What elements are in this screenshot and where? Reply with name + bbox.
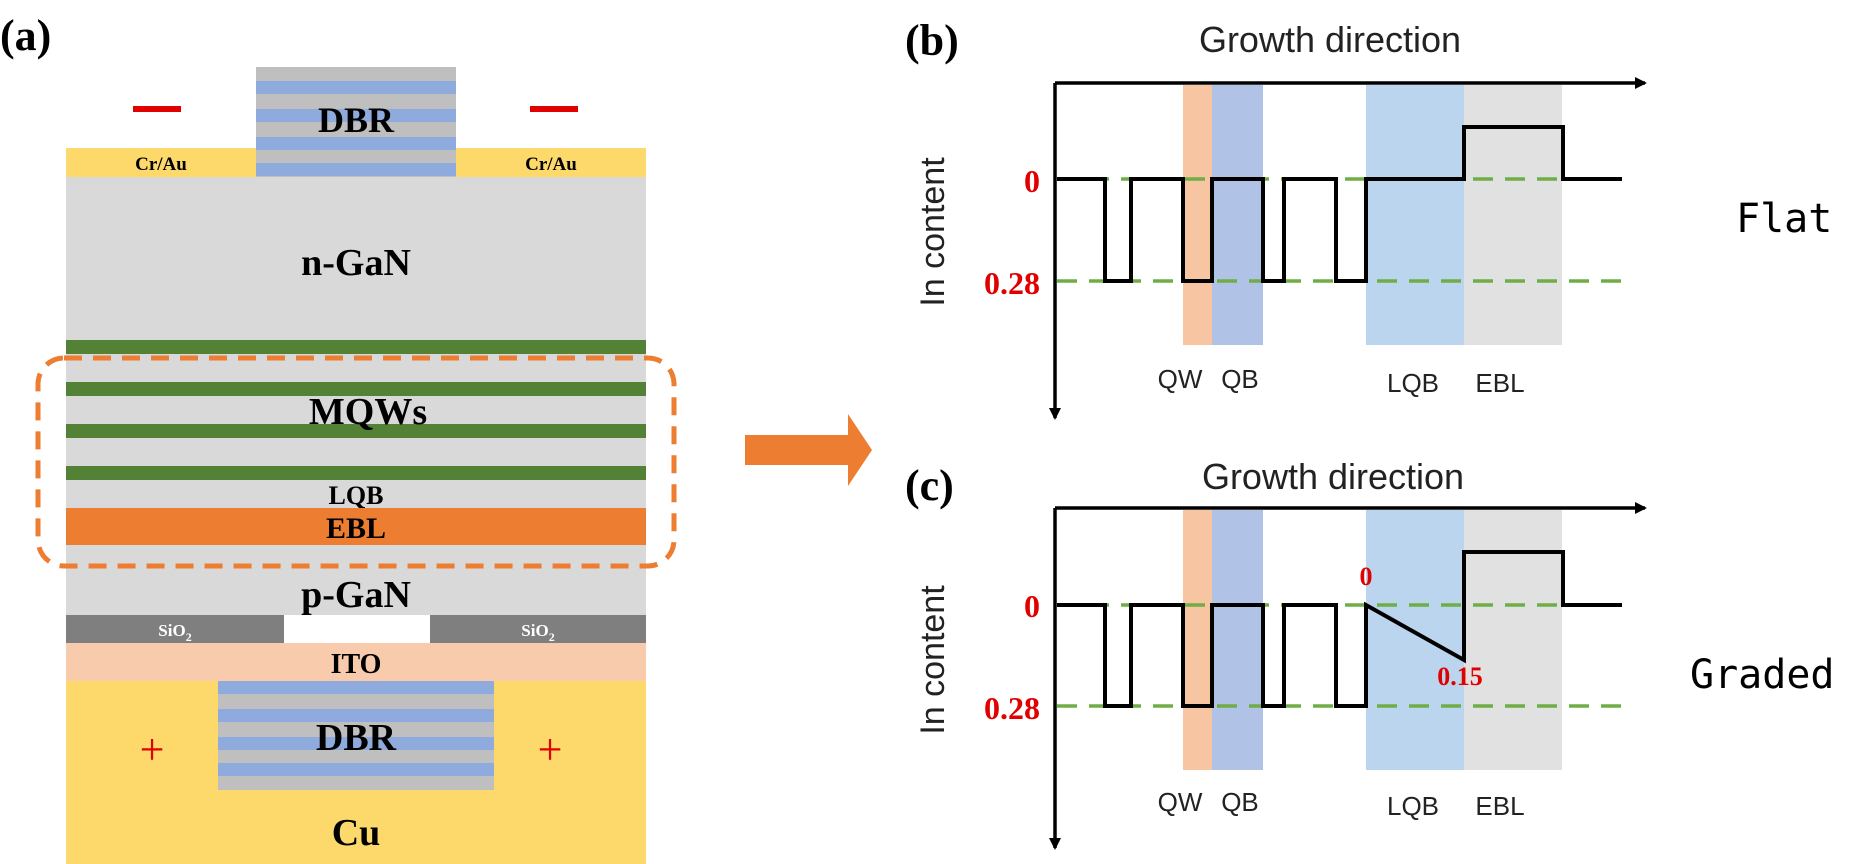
contact-right-label: Cr/Au	[525, 154, 577, 175]
panel-b-band-profile	[1057, 125, 1622, 283]
panel-c-lqb-region	[1366, 510, 1464, 770]
sio2-left-label: SiO2	[158, 621, 191, 644]
contact-left-label: Cr/Au	[135, 154, 187, 175]
panel-a: (a) DBR Cr/Au Cr/Au n-GaN MQWs LQB E	[0, 11, 677, 864]
contact-right	[456, 148, 646, 177]
panel-b-axis-title: Growth direction	[1199, 19, 1461, 60]
plus-sign-left: +	[140, 725, 165, 774]
panel-b: (b) Growth direction 0 0.28 In content Q…	[905, 16, 1832, 420]
lqb-label: LQB	[329, 481, 384, 510]
quantum-well-4	[66, 466, 646, 480]
ito-layer	[66, 643, 646, 681]
panel-b-side-label: Flat	[1736, 196, 1832, 242]
panel-b-label: (b)	[905, 16, 959, 65]
quantum-well-3	[66, 424, 646, 438]
sio2-right	[430, 615, 646, 643]
panel-c-qb-label: QB	[1221, 787, 1259, 817]
panel-c-side-label: Graded	[1690, 652, 1835, 698]
panel-c-ebl-region	[1464, 510, 1562, 770]
panel-c-annotation-end: 0.15	[1437, 662, 1483, 691]
bottom-dbr-label: DBR	[316, 717, 397, 759]
panel-c-y-label: In content	[914, 585, 952, 735]
mqws-label: MQWs	[309, 391, 427, 433]
panel-b-ebl-label: EBL	[1475, 368, 1524, 398]
panel-b-qb-region	[1212, 85, 1263, 345]
panel-c-qw-region	[1183, 510, 1212, 770]
panel-b-qw-region	[1183, 85, 1212, 345]
panel-c-ebl-label: EBL	[1475, 791, 1524, 821]
panel-c-qw-label: QW	[1158, 787, 1203, 817]
quantum-well-2	[66, 382, 646, 396]
panel-b-lqb-label: LQB	[1387, 368, 1439, 398]
sio2-left	[66, 615, 284, 643]
sio2-right-label: SiO2	[521, 621, 554, 644]
panel-b-tick-max: 0.28	[984, 265, 1040, 301]
cu-label: Cu	[332, 812, 381, 854]
top-dbr-stack	[256, 67, 456, 177]
panel-transition-arrow	[745, 414, 872, 486]
p-gan-label: p-GaN	[301, 574, 411, 616]
active-region-highlight	[35, 355, 677, 569]
ebl-layer	[66, 508, 646, 545]
bottom-dbr-stack	[218, 681, 494, 790]
panel-c-tick-zero: 0	[1024, 588, 1040, 624]
panel-c-tick-max: 0.28	[984, 690, 1040, 726]
panel-b-y-label: In content	[914, 157, 952, 307]
panel-c: (c) Growth direction 0 0.28 0 0.15 In co…	[905, 456, 1835, 850]
panel-c-axis-title: Growth direction	[1202, 456, 1464, 497]
panel-c-lqb-label: LQB	[1387, 791, 1439, 821]
panel-c-annotation-start: 0	[1360, 562, 1373, 591]
contact-left	[66, 148, 256, 177]
ebl-label: EBL	[326, 512, 386, 545]
quantum-well-1	[66, 340, 646, 354]
panel-c-band-profile	[1057, 550, 1622, 708]
panel-b-lqb-region	[1366, 85, 1464, 345]
minus-sign-right	[530, 106, 578, 112]
panel-b-qb-label: QB	[1221, 364, 1259, 394]
n-gan-label: n-GaN	[301, 242, 411, 284]
minus-sign-left	[133, 106, 181, 112]
panel-a-label: (a)	[0, 11, 51, 60]
n-gan-layer	[66, 177, 646, 340]
panel-b-tick-zero: 0	[1024, 163, 1040, 199]
plus-sign-right: +	[538, 725, 563, 774]
ito-label: ITO	[331, 649, 382, 680]
panel-b-qw-label: QW	[1158, 364, 1203, 394]
panel-b-ebl-region	[1464, 85, 1562, 345]
top-dbr-label: DBR	[318, 100, 395, 140]
panel-c-qb-region	[1212, 510, 1263, 770]
p-gan-layer	[66, 545, 646, 615]
panel-c-label: (c)	[905, 461, 954, 510]
